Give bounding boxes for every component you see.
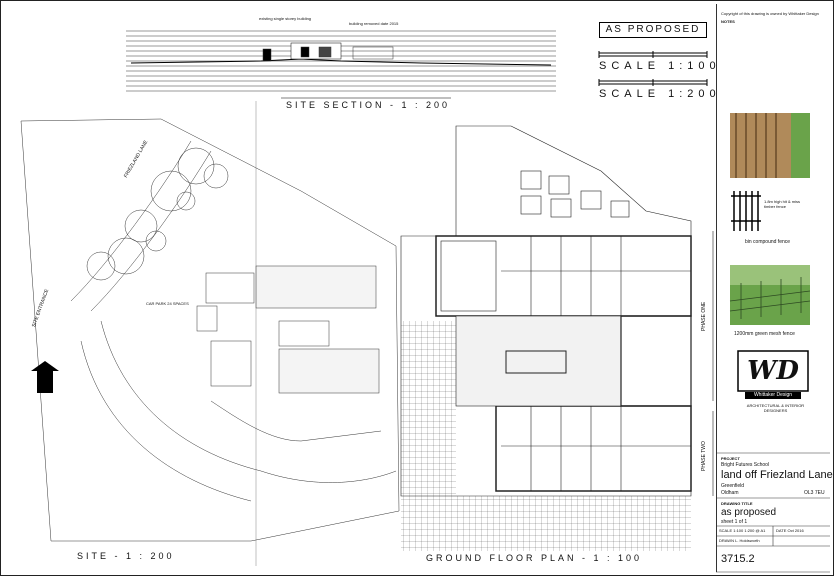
site-plan-title: SITE - 1 : 200 bbox=[77, 551, 175, 561]
phase-two-label: PHASE TWO bbox=[701, 441, 707, 471]
copyright-note: Copyright of this drawing is owned by Wh… bbox=[721, 11, 819, 16]
logo-name: Whittaker Design bbox=[753, 392, 793, 398]
logo-letters: WD bbox=[747, 356, 799, 386]
drawing-title-heading: DRAWING TITLE bbox=[721, 501, 753, 506]
notes-heading: NOTES bbox=[721, 19, 735, 24]
phase-one-label: PHASE ONE bbox=[701, 301, 707, 331]
paving-hatch-side bbox=[401, 321, 456, 496]
scale-field: SCALE 1:100 1:200 @ A1 bbox=[719, 528, 766, 533]
north-arrow bbox=[31, 361, 59, 393]
logo-tagline: ARCHITECTURAL & INTERIOR DESIGNERS bbox=[746, 403, 805, 413]
fence-elevation-sketch bbox=[731, 191, 761, 231]
ground-floor-plan-drawing bbox=[400, 125, 714, 497]
postcode: OL3 7EU bbox=[804, 490, 825, 496]
drawing-number: 3715.2 bbox=[721, 553, 755, 565]
site-section-title: SITE SECTION - 1 : 200 bbox=[286, 100, 451, 110]
site-section-drawing bbox=[126, 30, 556, 92]
title-block bbox=[716, 4, 831, 572]
timber-fence-note: 1.8m high hit & miss timber fence bbox=[764, 199, 801, 209]
ground-floor-plan-title: GROUND FLOOR PLAN - 1 : 100 bbox=[426, 553, 643, 563]
scale-label-2: SCALE 1:200 bbox=[599, 88, 721, 100]
sheet-number: sheet 1 of 1 bbox=[721, 519, 748, 525]
mesh-fence-caption: 1200mm green mesh fence bbox=[734, 331, 795, 337]
status-stamp: AS PROPOSED bbox=[599, 22, 707, 38]
paving-hatch bbox=[401, 496, 691, 551]
drawing-title: as proposed bbox=[721, 507, 777, 518]
district: Oldham bbox=[721, 490, 739, 496]
building-removed-label: building removed date 2015 bbox=[349, 21, 399, 26]
town: Greenfield bbox=[721, 483, 745, 489]
logo-box bbox=[737, 350, 809, 392]
project-title: land off Friezland Lane bbox=[721, 469, 833, 481]
scale-label-1: SCALE 1:100 bbox=[599, 60, 721, 72]
site-plan-drawing bbox=[20, 101, 400, 566]
car-park-label: CAR PARK 24 SPACES bbox=[146, 301, 189, 306]
scale-bars bbox=[598, 51, 708, 86]
title-block-rules bbox=[716, 452, 830, 573]
drawn-field: DRAWN L. Holdsworth bbox=[719, 538, 760, 543]
project-heading: PROJECT bbox=[721, 456, 740, 461]
bin-compound-caption: bin compound fence bbox=[745, 239, 791, 245]
client-name: Bright Futures School bbox=[721, 462, 770, 468]
date-field: DATE Oct 2016 bbox=[776, 528, 804, 533]
existing-building-label: existing single storey building bbox=[259, 16, 312, 21]
